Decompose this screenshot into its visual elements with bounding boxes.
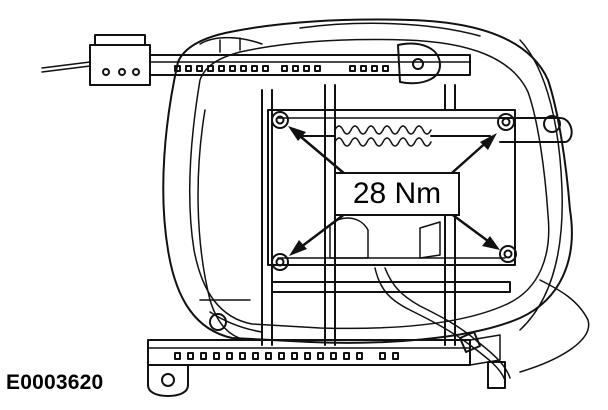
slot: [251, 65, 258, 72]
slot: [343, 352, 350, 360]
torque-specification-label: 28 Nm: [334, 172, 460, 216]
tension-spring: [334, 125, 432, 135]
slot: [356, 352, 363, 360]
latch-rivet: [118, 68, 126, 76]
inner-frame-lip: [277, 117, 506, 259]
figure-id: E0003620: [6, 371, 104, 394]
slot: [292, 65, 299, 72]
slot: [185, 65, 192, 72]
slot: [281, 65, 288, 72]
slot: [213, 352, 220, 360]
slot: [392, 352, 399, 360]
front-right-bolt: [497, 113, 515, 131]
slot: [207, 65, 214, 72]
slot: [200, 352, 207, 360]
callout-arrow-rear-left: [289, 208, 352, 256]
bottom-track-foot: [147, 364, 189, 397]
cushion-outline: [162, 18, 573, 344]
slot: [304, 352, 311, 360]
slot: [317, 352, 324, 360]
latch-rivet: [102, 68, 110, 76]
latch-handle: [89, 44, 151, 86]
cushion-right-contour: [519, 39, 563, 331]
callout-arrow-front-left: [288, 126, 354, 182]
cushion-top-contour: [299, 22, 481, 37]
pivot-bolt: [209, 313, 227, 331]
rear-right-bolt: [499, 245, 517, 263]
slot: [291, 352, 298, 360]
slot: [330, 352, 337, 360]
pivot-link: [199, 299, 263, 333]
slot: [240, 65, 247, 72]
frame-crossbar: [271, 281, 511, 293]
slot: [349, 65, 356, 72]
slot: [174, 352, 181, 360]
slot: [218, 65, 225, 72]
slot: [303, 65, 310, 72]
track-pin: [412, 58, 424, 70]
latch-handle-tab: [94, 34, 146, 46]
cross-tube: [499, 117, 573, 143]
slot: [265, 352, 272, 360]
slot: [379, 352, 386, 360]
latch-rod: [41, 61, 91, 73]
bottom-track-extension: [469, 334, 501, 366]
frame-bracket: [419, 221, 441, 259]
slot: [252, 352, 259, 360]
inner-frame: [267, 109, 516, 266]
rear-left-bolt: [271, 253, 289, 271]
slot: [196, 65, 203, 72]
slot: [278, 352, 285, 360]
tension-spring: [334, 137, 432, 147]
front-left-bolt: [271, 111, 289, 129]
slot: [187, 352, 194, 360]
slot: [382, 65, 389, 72]
slot: [360, 65, 367, 72]
track-foot-hole: [161, 373, 175, 387]
slot: [226, 352, 233, 360]
latch-rivet: [132, 68, 140, 76]
slot: [262, 65, 269, 72]
wiring-connector: [487, 361, 506, 389]
wiring-harness: [519, 279, 590, 373]
top-track-end: [397, 42, 441, 85]
slot: [174, 65, 181, 72]
slot: [314, 65, 321, 72]
latch-link: [199, 36, 263, 53]
slot: [371, 65, 378, 72]
cushion-left-contour: [197, 109, 246, 341]
cushion-inner-outline: [188, 38, 550, 330]
slot: [239, 352, 246, 360]
tube-end: [543, 115, 561, 133]
slot: [229, 65, 236, 72]
